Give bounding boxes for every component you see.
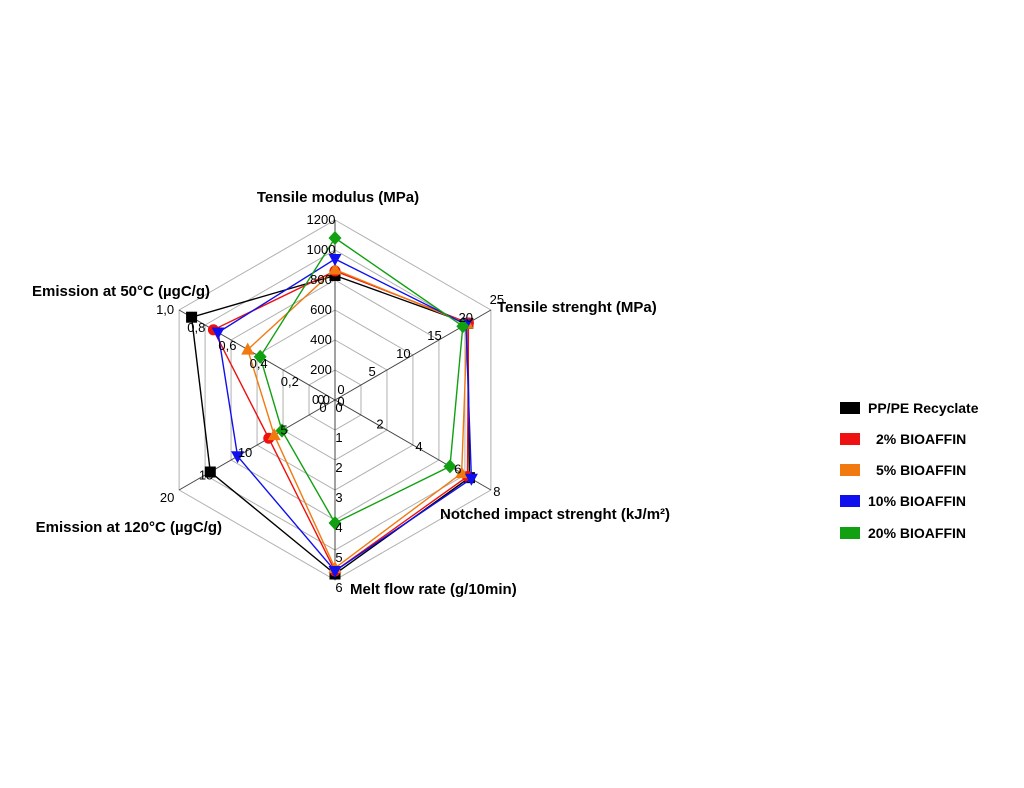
tick-label: 15 bbox=[199, 468, 213, 483]
legend-swatch-bio20 bbox=[840, 527, 860, 539]
tick-label: 8 bbox=[493, 484, 500, 499]
tick-label: 1,0 bbox=[156, 302, 174, 317]
marker-triangle-down bbox=[231, 451, 245, 464]
tick-label: 200 bbox=[310, 362, 332, 377]
tick-label: 6 bbox=[454, 462, 461, 477]
marker-triangle bbox=[328, 262, 342, 275]
marker-diamond bbox=[275, 423, 289, 438]
axis-title-tensile-modulus: Tensile modulus (MPa) bbox=[257, 189, 419, 206]
tick-label: 1 bbox=[335, 430, 342, 445]
legend-swatch-bio10 bbox=[840, 495, 860, 507]
tick-label: 25 bbox=[490, 292, 504, 307]
tick-label: 20 bbox=[458, 310, 472, 325]
legend-label-bio20: 20% BIOAFFIN bbox=[868, 525, 966, 541]
tick-label: 0 bbox=[337, 382, 344, 397]
tick-label: 20 bbox=[160, 490, 174, 505]
tick-label: 0,6 bbox=[218, 338, 236, 353]
tick-label: 0 bbox=[319, 400, 326, 415]
tick-label: 15 bbox=[427, 328, 441, 343]
tick-label: 0 bbox=[337, 394, 344, 409]
tick-label: 5 bbox=[369, 364, 376, 379]
legend-swatch-bio2 bbox=[840, 433, 860, 445]
marker-triangle bbox=[267, 428, 281, 441]
tick-label: 0,8 bbox=[187, 320, 205, 335]
marker-triangle bbox=[455, 466, 469, 479]
tick-label: 1000 bbox=[307, 242, 336, 257]
tick-label: 800 bbox=[310, 272, 332, 287]
legend-label-bio5: 5% BIOAFFIN bbox=[876, 462, 966, 478]
chart-legend: PP/PE Recyclate 2% BIOAFFIN 5% BIOAFFIN … bbox=[840, 400, 979, 541]
tick-label: 1200 bbox=[307, 212, 336, 227]
radar-tick-labels: 0200400600800100012000510152025024680123… bbox=[156, 212, 504, 595]
series-3 bbox=[211, 254, 478, 578]
tick-label: 600 bbox=[310, 302, 332, 317]
legend-swatch-pp-pe bbox=[840, 402, 860, 414]
tick-label: 4 bbox=[415, 439, 422, 454]
axis-title-tensile-strength: Tensile strenght (MPa) bbox=[497, 299, 657, 316]
tick-label: 0,4 bbox=[250, 356, 268, 371]
marker-triangle-down bbox=[211, 327, 225, 340]
legend-label-bio2: 2% BIOAFFIN bbox=[876, 431, 966, 447]
tick-label: 4 bbox=[335, 520, 342, 535]
tick-label: 3 bbox=[335, 490, 342, 505]
tick-label: 0 bbox=[335, 400, 342, 415]
marker-diamond bbox=[456, 319, 470, 334]
marker-triangle-down bbox=[328, 566, 342, 578]
marker-triangle-down bbox=[328, 254, 342, 266]
legend-label-pp-pe: PP/PE Recyclate bbox=[868, 400, 979, 416]
tick-label: 0 bbox=[317, 392, 324, 407]
marker-triangle-down bbox=[464, 473, 478, 486]
tick-label: 0,2 bbox=[281, 374, 299, 389]
tick-label: 10 bbox=[238, 445, 252, 460]
marker-diamond bbox=[328, 516, 342, 530]
tick-label: 6 bbox=[335, 580, 342, 595]
legend-label-bio10: 10% BIOAFFIN bbox=[868, 493, 966, 509]
tick-label: 10 bbox=[396, 346, 410, 361]
marker-diamond bbox=[443, 459, 457, 474]
axis-title-emission-50: Emission at 50°C (µgC/g) bbox=[32, 283, 210, 300]
tick-label: 2 bbox=[376, 417, 383, 432]
marker-diamond bbox=[328, 231, 342, 245]
radar-series bbox=[186, 231, 478, 580]
tick-label: 5 bbox=[335, 550, 342, 565]
tick-label: 400 bbox=[310, 332, 332, 347]
marker-triangle bbox=[241, 342, 255, 355]
marker-square bbox=[186, 311, 198, 323]
tick-label: 5 bbox=[280, 423, 287, 438]
series-4 bbox=[253, 231, 470, 530]
marker-diamond bbox=[253, 349, 267, 364]
tick-label: 2 bbox=[335, 460, 342, 475]
axis-title-melt-flow-rate: Melt flow rate (g/10min) bbox=[350, 581, 517, 598]
axis-title-notched-impact: Notched impact strenght (kJ/m²) bbox=[440, 506, 670, 523]
marker-square bbox=[204, 466, 216, 478]
axis-title-emission-120: Emission at 120°C (µgC/g) bbox=[36, 519, 222, 536]
tick-label: 0,0 bbox=[312, 392, 330, 407]
legend-swatch-bio5 bbox=[840, 464, 860, 476]
